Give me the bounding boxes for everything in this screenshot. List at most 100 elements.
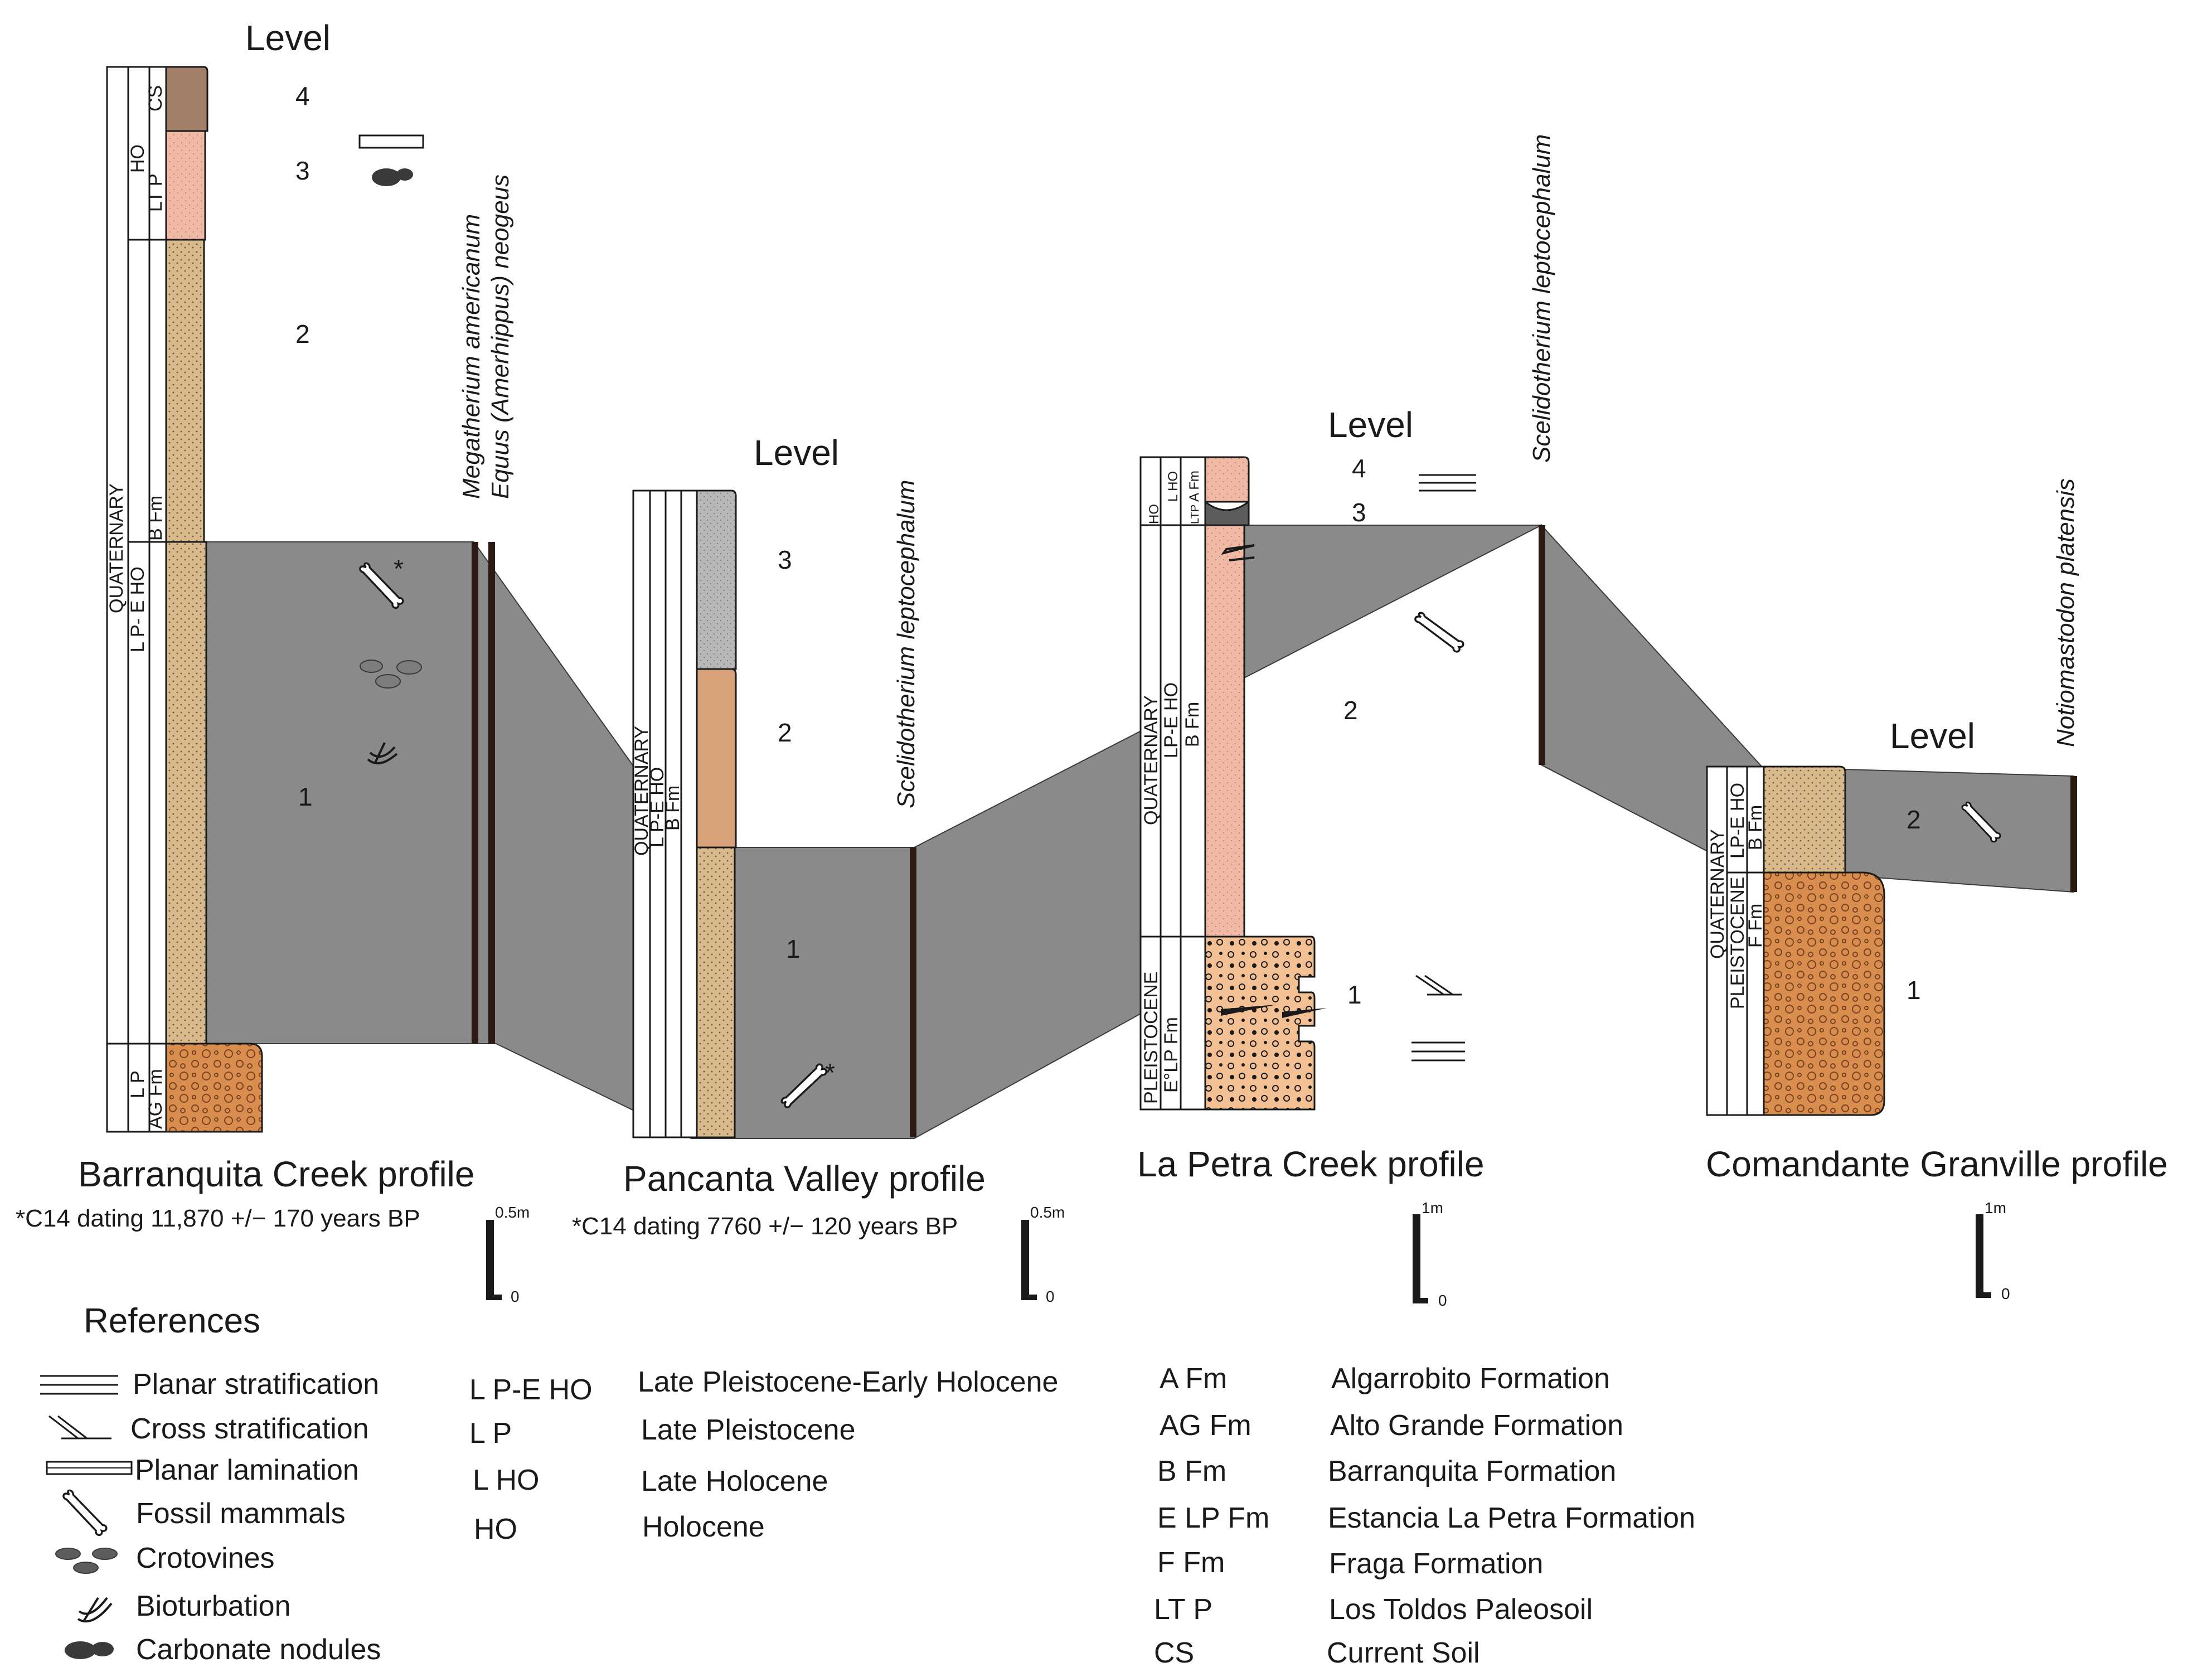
bioturbation-icon [367,742,398,765]
formation-cs: CS [145,85,166,112]
formation-bfm-3: B Fm [1182,702,1203,747]
level-label-3: Level [1328,405,1413,445]
formation-bfm-2: B Fm [662,786,683,831]
level-4: 4 [295,81,310,110]
chrono-lho-3: L HO [1166,471,1181,502]
profile-title-barranquita: Barranquita Creek profile [78,1154,474,1194]
level-2-p3: 2 [1343,696,1358,725]
pancanta-annotations: Level 3 2 1 * Scelidotherium leptocephal… [572,433,1065,1305]
planar-stratification-icon-legend [40,1375,118,1395]
crotovine-icon-legend [55,1548,118,1574]
svg-text:0: 0 [1046,1288,1055,1305]
formation-abbr-4: E LP Fm [1157,1502,1269,1534]
level-2-p2: 2 [778,718,792,747]
chrono-quaternary-2: QUATERNARY [631,726,652,856]
svg-text:1m: 1m [1422,1199,1443,1216]
formation-ffm-4: F Fm [1745,904,1766,948]
profile-title-granville: Comandante Granville profile [1706,1144,2168,1184]
svg-text:0.5m: 0.5m [1030,1204,1065,1221]
level-2-p4: 2 [1907,805,1921,834]
level-3: 3 [295,156,310,185]
species-megatherium: Megatherium americanum [458,214,485,499]
formation-name-2: Alto Grande Formation [1330,1409,1623,1442]
age-name-3: Late Holocene [641,1465,828,1497]
level-4-p3: 4 [1352,454,1366,483]
species-scelidotherium-2: Scelidotherium leptocephalum [1528,134,1555,463]
svg-text:0: 0 [1438,1292,1447,1309]
species-equus: Equus (Amerhippus) neogeus [487,175,514,499]
level-3-p2: 3 [778,545,792,574]
legend-label-fossil-mammals: Fossil mammals [136,1497,346,1530]
pancanta-column: QUATERNARY L P-E HO B Fm [631,489,916,1138]
planar-stratification-icon [1419,474,1476,492]
profile-title-la-petra: La Petra Creek profile [1137,1144,1485,1184]
legend-label-planar-stratification: Planar stratification [133,1368,379,1400]
fossil-bone-icon-legend [62,1489,108,1536]
chrono-ltp: LT P [145,173,166,212]
formation-bfm-4: B Fm [1745,805,1766,850]
asterisk-2: * [825,1058,835,1087]
age-abbr-1: L P-E HO [469,1374,593,1406]
level-1-p3: 1 [1347,980,1362,1009]
species-scelidotherium-1: Scelidotherium leptocephalum [892,480,920,808]
age-abbr-2: L P [469,1417,512,1450]
svg-text:1m: 1m [1985,1199,2006,1216]
age-name-1: Late Pleistocene-Early Holocene [638,1366,1058,1398]
formation-abbr-3: B Fm [1157,1455,1226,1487]
asterisk-1: * [394,554,404,583]
fossil-bone-icon-3 [1413,605,1466,659]
legend-label-crotovines: Crotovines [136,1542,275,1574]
age-name-2: Late Pleistocene [641,1414,856,1446]
chrono-pleistocene-4: PLEISTOCENE [1727,877,1748,1009]
level-label-4: Level [1890,716,1975,756]
formation-name-5: Fraga Formation [1329,1548,1543,1580]
formation-b-fm: B Fm [145,496,166,541]
profile-title-pancanta: Pancanta Valley profile [623,1159,986,1199]
scale-bar-4: 1m 0 [1976,1199,2010,1302]
references-title: References [84,1302,260,1340]
granville-annotations: Level 2 1 Notiomastodon platensis Comand… [1706,478,2168,1302]
legend-label-planar-lamination: Planar lamination [135,1454,359,1486]
level-label-1: Level [245,18,331,58]
dating-barranquita: *C14 dating 11,870 +/− 170 years BP [16,1205,420,1232]
formation-abbr-1: A Fm [1160,1363,1227,1395]
level-2: 2 [295,319,310,348]
formation-name-4: Estancia La Petra Formation [1328,1502,1695,1534]
age-abbr-4: HO [474,1513,517,1545]
formation-abbr-5: F Fm [1157,1547,1225,1579]
carbonate-nodule-icon [372,168,413,186]
formation-name-7: Current Soil [1327,1637,1480,1669]
legend-label-bioturbation: Bioturbation [136,1590,291,1622]
formation-abbr-2: AG Fm [1160,1409,1251,1442]
chrono-lp-eho: L P- E HO [127,566,148,652]
planar-lamination-icon [358,134,424,149]
chrono-quaternary: QUATERNARY [106,483,127,613]
legend-label-carbonate-nodules: Carbonate nodules [136,1634,381,1666]
dating-pancanta: *C14 dating 7760 +/− 120 years BP [572,1213,958,1240]
chrono-lpeho-2: L P-E HO [647,767,668,847]
chrono-pleistocene-3: PLEISTOCENE [1141,972,1162,1104]
barranquita-column: QUATERNARY L P- E HO B Fm L P AG Fm HO L… [106,66,495,1133]
formation-abbr-6: LT P [1154,1593,1212,1626]
planar-stratification-icon-2 [1411,1041,1465,1062]
barranquita-annotations: Level 4 3 2 1 * Megatherium americanum E… [16,18,530,1305]
level-label-2: Level [754,433,839,473]
references-legend: References Planar stratification Cross s… [40,1302,1695,1669]
level-1-p2: 1 [786,934,801,963]
la-petra-column: QUATERNARY LP-E HO B Fm PLEISTOCENE E°LP… [1139,456,1545,1111]
scale-bar-2: 0.5m 0 [1021,1204,1065,1305]
age-name-4: Holocene [642,1511,765,1543]
planar-lamination-icon-legend [46,1461,133,1475]
formation-abbr-7: CS [1154,1637,1194,1669]
chrono-elpfm-3: E°LP Fm [1161,1017,1182,1093]
chrono-ho-3: HO [1147,504,1162,524]
chrono-quaternary-4: QUATERNARY [1707,829,1728,959]
la-petra-annotations: Level 4 3 2 1 Scelidotherium leptocephal… [1137,134,1555,1309]
chrono-lpeho-3: LP-E HO [1161,682,1182,758]
svg-text:0: 0 [511,1288,520,1305]
chrono-lp: L P [127,1070,148,1098]
formation-afm-3: A Fm [1187,471,1202,502]
cross-stratification-icon-legend [48,1415,111,1439]
cross-stratification-icon [1415,975,1462,996]
